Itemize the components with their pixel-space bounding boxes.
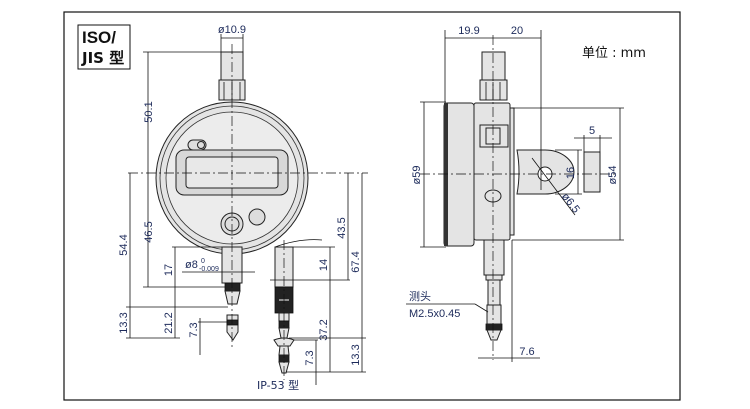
dim-tip-length: 13.3 (118, 312, 130, 333)
dim-ip53-total: 67.4 (350, 251, 362, 272)
dim-stem-diameter: ø8 (185, 259, 198, 271)
dim-back-depth: 19.9 (458, 25, 479, 37)
dim-contact-point: 7.3 (188, 322, 200, 337)
dim-body-diameter: ø59 (411, 166, 423, 185)
dim-ip53-contact: 7.3 (304, 350, 316, 365)
dim-cap-height: 50.1 (143, 101, 155, 122)
dim-dial-diameter: ø54 (607, 166, 619, 185)
dim-ip53-tip: 13.3 (350, 344, 362, 365)
dim-tol-upper: 0 (201, 258, 205, 265)
dim-lug-height: 16 (565, 167, 577, 179)
standard-line2: JIS 型 (81, 49, 124, 67)
dim-stem-length: 17 (163, 264, 175, 276)
dim-ip53-body: 43.5 (336, 217, 348, 238)
dim-tip-range: 21.2 (163, 312, 175, 333)
dim-cap-diameter: ø10.9 (218, 24, 246, 36)
drawing-frame (63, 11, 681, 401)
dim-lug-offset: 20 (511, 25, 523, 37)
side-view: 19.9 20 ø59 ø54 16 5 ø6.5 7.6 测头 M2.5x0.… (406, 25, 624, 362)
dim-ip53-stem: 14 (318, 259, 330, 271)
unit-label: 单位 : mm (582, 46, 646, 61)
ip53-view: 43.5 67.4 14 37.2 13.3 7.3 IP-53 型 (257, 173, 366, 392)
standard-line1: ISO/ (82, 28, 116, 47)
probe-thread: M2.5x0.45 (409, 308, 460, 320)
dim-total: 54.4 (118, 234, 130, 255)
dim-tip-offset: 7.6 (519, 346, 534, 358)
ip53-label: IP-53 型 (257, 378, 299, 392)
dim-ip53-stem-to-tip: 37.2 (318, 319, 330, 340)
dim-to-stem-bottom: 46.5 (143, 221, 155, 242)
probe-label: 测头 (409, 290, 431, 303)
dim-lug-thickness: 5 (589, 125, 595, 137)
dim-tol-lower: -0.009 (199, 266, 219, 273)
standard-box: ISO/ JIS 型 (77, 24, 131, 70)
front-view: ø10.9 50.1 46.5 54.4 13.3 17 21.2 ø8 0 -… (118, 24, 368, 355)
